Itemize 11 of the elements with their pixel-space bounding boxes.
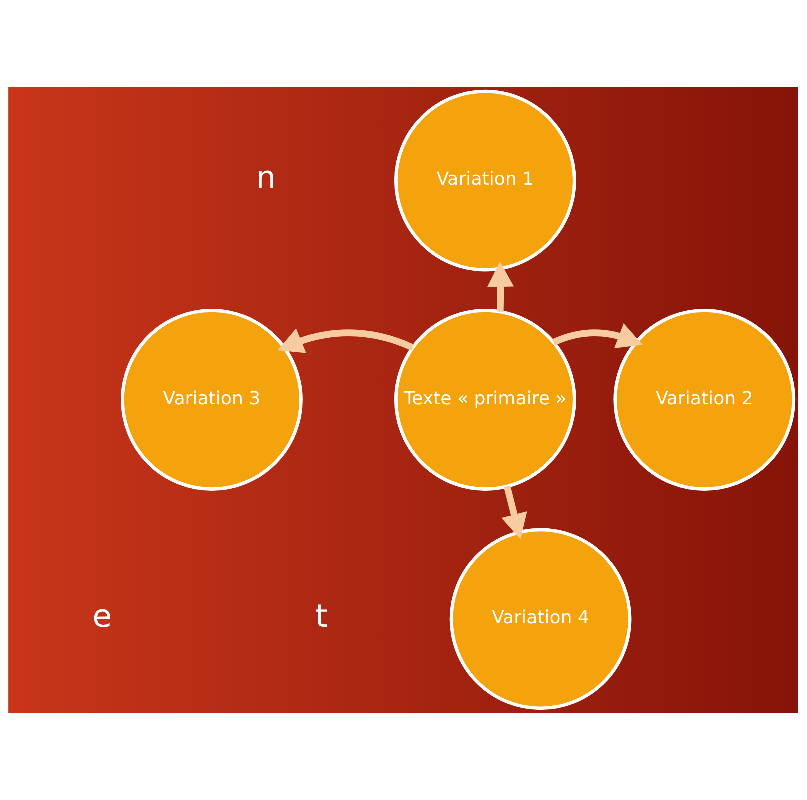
arrow — [278, 328, 414, 354]
arrow — [552, 324, 643, 348]
label: t — [315, 599, 328, 636]
label: n — [256, 160, 276, 197]
node-circle: Texte « primaire » — [394, 309, 576, 491]
node-circle: Variation 3 — [121, 309, 303, 491]
node-circle: Variation 1 — [394, 90, 576, 272]
node-circle: Variation 4 — [450, 528, 632, 710]
arrow — [502, 486, 528, 540]
arrow — [487, 262, 514, 312]
label: e — [92, 599, 112, 636]
